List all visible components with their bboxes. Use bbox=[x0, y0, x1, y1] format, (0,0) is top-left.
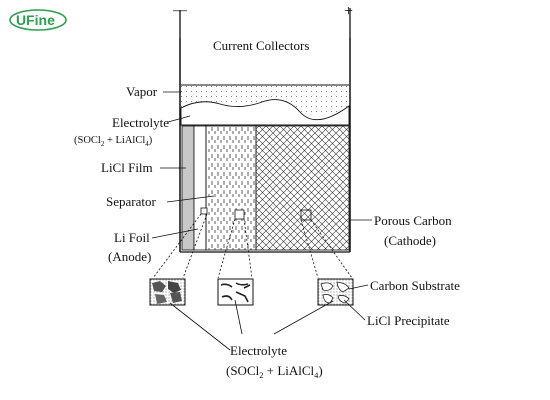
anode-sample-box bbox=[200, 207, 208, 215]
cathode-sample-box bbox=[300, 209, 312, 221]
bottom-pointer-lines bbox=[169, 299, 334, 351]
licl-precipitate-label: LiCl Precipitate bbox=[367, 313, 450, 328]
porous-carbon-label: Porous Carbon bbox=[374, 213, 452, 228]
current-collectors-label: Current Collectors bbox=[213, 38, 309, 53]
cathode-label: (Cathode) bbox=[384, 233, 436, 248]
porous-carbon-region bbox=[255, 125, 350, 251]
cathode-magnified-box bbox=[317, 278, 354, 306]
li-foil-strip bbox=[193, 125, 207, 251]
electrolyte-label: Electrolyte bbox=[112, 115, 169, 130]
separator-sample-box bbox=[234, 209, 245, 220]
separator-label: Separator bbox=[106, 194, 156, 209]
anode-label: (Anode) bbox=[108, 249, 151, 264]
cell-container bbox=[179, 38, 351, 253]
logo-text: UFine bbox=[16, 12, 55, 28]
positive-terminal: + bbox=[344, 3, 353, 20]
separator-region bbox=[205, 125, 257, 251]
anode-magnified-box bbox=[149, 278, 186, 306]
electrolyte-liquid-surface bbox=[180, 99, 350, 126]
electrolyte-formula: (SOCl2 + LiAlCl4) bbox=[74, 135, 153, 148]
magnify-lines bbox=[152, 213, 353, 279]
vapor-label: Vapor bbox=[126, 84, 158, 99]
ufine-logo: UFine bbox=[9, 9, 67, 31]
bottom-electrolyte-label: Electrolyte bbox=[230, 343, 287, 358]
licl-film-label: LiCl Film bbox=[101, 160, 153, 175]
bottom-electrolyte-formula: (SOCl2 + LiAlCl4) bbox=[226, 363, 323, 380]
li-foil-label: Li Foil bbox=[114, 230, 150, 245]
carbon-substrate-label: Carbon Substrate bbox=[370, 278, 460, 293]
